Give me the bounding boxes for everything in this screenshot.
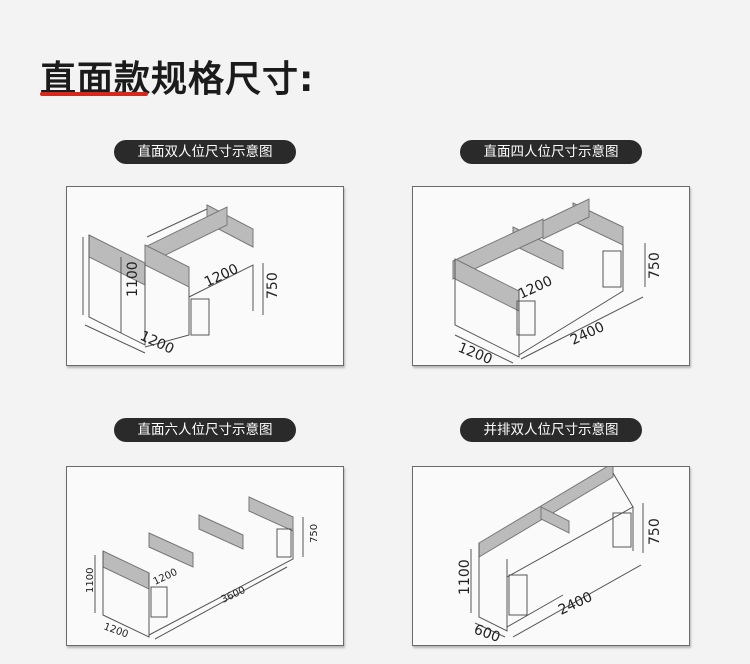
desk-height-dimension: 750 — [309, 524, 320, 543]
diagram-label-six: 直面六人位尺寸示意图 — [114, 418, 296, 442]
diagram-label-side-by-side: 并排双人位尺寸示意图 — [460, 418, 642, 442]
inner-width-dimension: 1200 — [152, 567, 180, 588]
diagram-label-four: 直面四人位尺寸示意图 — [460, 140, 642, 164]
title-underline — [40, 92, 148, 96]
desk-drawing — [88, 204, 254, 348]
desk-height-dimension: 750 — [647, 518, 663, 545]
desk-drawing — [478, 467, 634, 632]
width-dimension: 2400 — [556, 589, 595, 619]
height-dimension: 1100 — [457, 559, 473, 595]
diagram-side-by-side-workstation: 1100 750 2400 600 — [412, 466, 690, 646]
diagram-double-workstation: 1100 750 1200 1200 — [66, 186, 344, 366]
desk-drawing — [102, 496, 294, 638]
width-dimension: 3600 — [220, 585, 248, 606]
width-dimension: 2400 — [568, 319, 607, 349]
desk-drawing — [452, 198, 624, 358]
depth-dimension: 1200 — [137, 328, 176, 358]
diagram-four-workstation: 750 1200 2400 1200 — [412, 186, 690, 366]
depth-dimension: 600 — [472, 622, 503, 645]
desk-height-dimension: 750 — [647, 252, 663, 279]
inner-width-dimension: 1200 — [516, 273, 555, 303]
depth-dimension: 1200 — [456, 340, 495, 365]
diagram-label-double: 直面双人位尺寸示意图 — [114, 140, 296, 164]
depth-dimension: 1200 — [102, 621, 130, 640]
height-dimension: 1100 — [125, 261, 141, 297]
height-dimension: 1100 — [85, 568, 96, 593]
diagram-six-workstation: 750 1100 1200 3600 1200 — [66, 466, 344, 646]
width-dimension: 1200 — [202, 261, 241, 291]
desk-height-dimension: 750 — [265, 272, 281, 299]
